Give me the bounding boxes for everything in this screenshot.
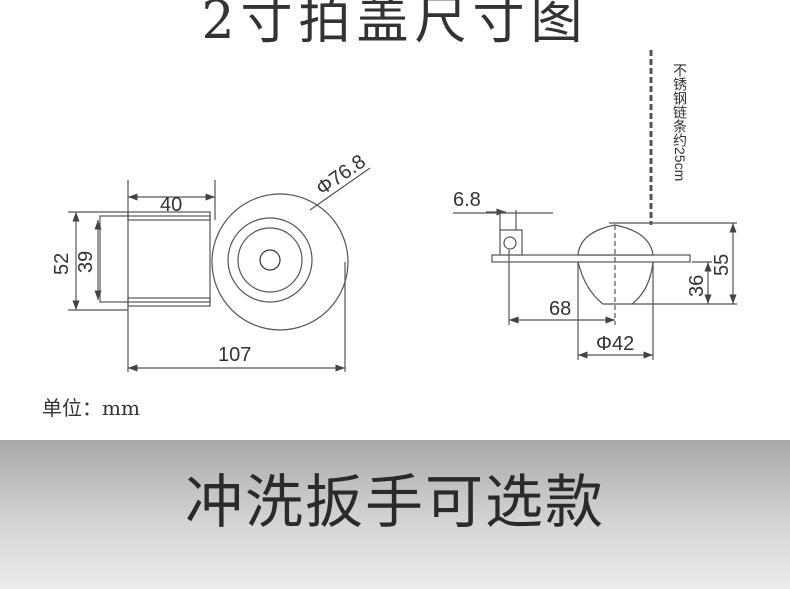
cylinder-body	[99, 215, 211, 303]
banner	[0, 440, 790, 589]
unit-label: 单位：mm	[42, 396, 140, 420]
bulb-inner	[237, 227, 303, 293]
top-view	[68, 167, 371, 372]
dim-diameter-76-8: Φ76.8	[312, 151, 370, 201]
dim-107: 107	[218, 344, 251, 366]
banner-text: 冲洗扳手可选款	[184, 468, 605, 536]
chain-note: 不锈钢链条约25cm	[672, 63, 688, 181]
hinge	[499, 229, 523, 256]
plate	[491, 254, 691, 263]
dim-6-8: 6.8	[453, 189, 481, 211]
page-title: 2寸拍盖尺寸图	[201, 0, 589, 51]
bulb-outer	[227, 217, 313, 303]
dim-68: 68	[549, 298, 571, 320]
dimension-drawing: 40 Φ76.8 52 39 107 6.8 68 Φ42 55 36 不锈钢链…	[51, 50, 737, 372]
side-view	[453, 50, 737, 360]
dim-55: 55	[711, 254, 733, 276]
dim-36: 36	[686, 275, 708, 297]
dim-52: 52	[51, 253, 73, 275]
dim-diameter-42: Φ42	[596, 333, 634, 355]
bulb-body	[577, 261, 654, 305]
dim-39: 39	[75, 251, 97, 273]
dim-40: 40	[160, 194, 182, 216]
